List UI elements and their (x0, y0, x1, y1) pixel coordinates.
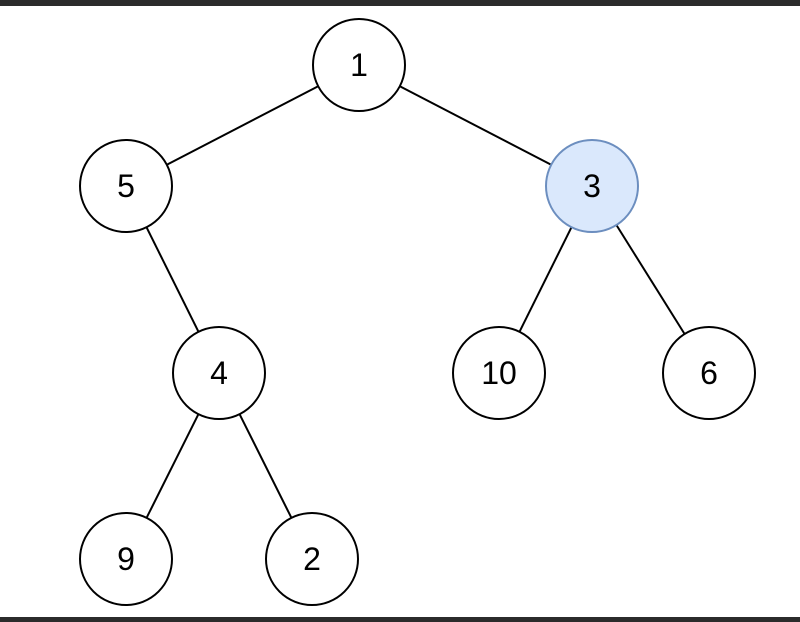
node-label: 6 (700, 355, 718, 391)
tree-node-3: 3 (545, 139, 639, 233)
highlighted-node-circle (545, 139, 639, 233)
node-label: 5 (117, 168, 135, 204)
node-circle (662, 326, 756, 420)
top-border (0, 0, 800, 6)
nodes-layer: 1 5 3 4 10 6 9 2 (79, 18, 756, 606)
edge-n3-n10 (518, 226, 573, 333)
edge-n4-n2 (238, 413, 293, 519)
tree-node-9: 9 (79, 512, 173, 606)
tree-node-2: 2 (265, 512, 359, 606)
node-circle (79, 512, 173, 606)
node-circle (312, 18, 406, 112)
node-circle (172, 326, 266, 420)
edges-layer (145, 85, 686, 519)
edge-n4-n9 (145, 413, 200, 519)
node-label: 3 (583, 168, 601, 204)
tree-node-10: 10 (452, 326, 546, 420)
node-circle (452, 326, 546, 420)
edge-n5-n4 (145, 226, 200, 333)
bottom-border (0, 617, 800, 622)
node-label: 4 (210, 355, 228, 391)
node-label: 9 (117, 541, 135, 577)
node-circle (265, 512, 359, 606)
node-label: 1 (350, 47, 368, 83)
node-label: 2 (303, 541, 321, 577)
edge-n1-n3 (399, 85, 552, 166)
node-label: 10 (481, 355, 517, 391)
tree-node-1: 1 (312, 18, 406, 112)
tree-node-5: 5 (79, 139, 173, 233)
tree-node-6: 6 (662, 326, 756, 420)
node-circle (79, 139, 173, 233)
edge-n3-n6 (615, 224, 686, 335)
tree-node-4: 4 (172, 326, 266, 420)
edge-n1-n5 (166, 85, 319, 166)
